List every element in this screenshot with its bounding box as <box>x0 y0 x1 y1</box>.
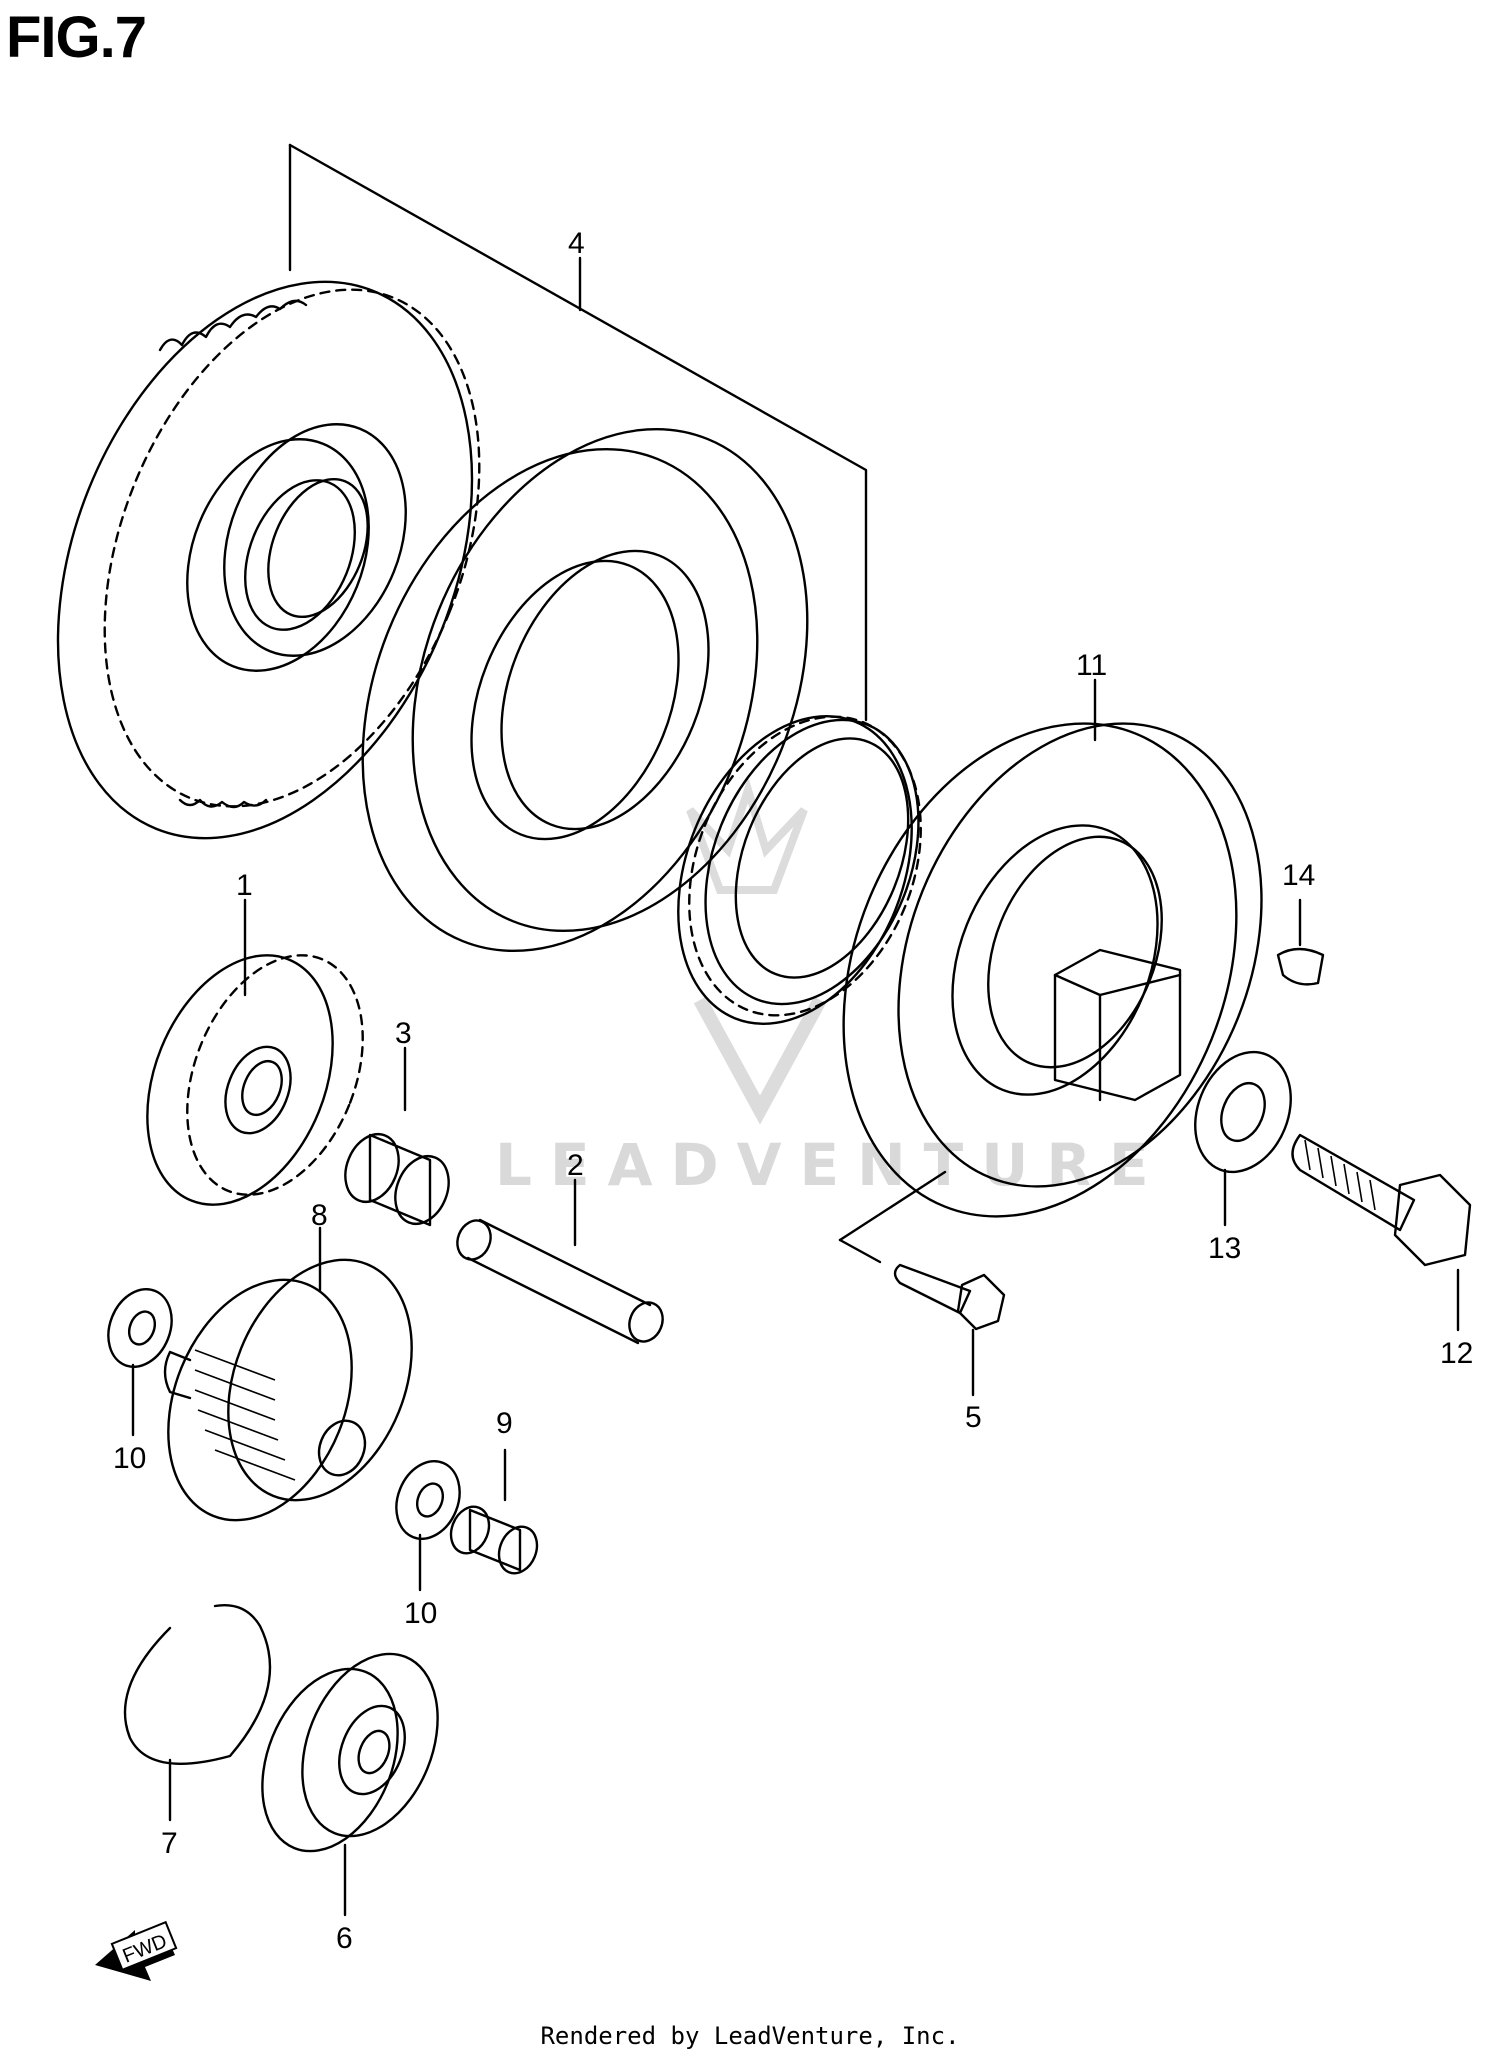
callout-10-right: 10 <box>404 1597 437 1630</box>
bushing-3 <box>344 1133 450 1227</box>
woodruff-key <box>1276 947 1325 986</box>
callout-12: 12 <box>1440 1337 1473 1370</box>
idler-gear-1 <box>146 954 364 1206</box>
callout-7: 7 <box>161 1827 178 1860</box>
bushing-9 <box>449 1505 539 1575</box>
circlip-7 <box>123 1604 272 1766</box>
starter-driven-gear <box>56 280 481 840</box>
gear-8 <box>163 1258 413 1522</box>
rotor-assembly <box>842 722 1263 1218</box>
screw-5 <box>838 1170 1006 1331</box>
callout-8: 8 <box>311 1199 328 1232</box>
fwd-arrow-icon: FWD <box>95 1920 178 1981</box>
callout-10-left: 10 <box>113 1442 146 1475</box>
callout-13: 13 <box>1208 1232 1241 1265</box>
callout-5: 5 <box>965 1401 982 1434</box>
assembly-bracket-4 <box>288 143 868 722</box>
callout-3: 3 <box>395 1017 412 1050</box>
callout-6: 6 <box>336 1922 353 1955</box>
bearing-6 <box>261 1652 439 1853</box>
washer-13 <box>1194 1050 1292 1174</box>
render-credit: Rendered by LeadVenture, Inc. <box>540 2022 960 2050</box>
leader-lines <box>131 256 1460 1917</box>
callout-1: 1 <box>236 869 253 902</box>
figure-title: FIG.7 <box>6 5 147 70</box>
callout-14: 14 <box>1282 859 1315 892</box>
callout-4: 4 <box>568 227 585 260</box>
bolt-12 <box>1291 1133 1472 1267</box>
washer-10-right <box>395 1460 461 1540</box>
washer-10-left <box>107 1288 173 1368</box>
callout-2: 2 <box>567 1149 584 1182</box>
callout-11: 11 <box>1076 649 1107 682</box>
shaft-2 <box>456 1218 664 1345</box>
watermark-text: LEADVENTURE <box>495 1131 1167 1199</box>
callout-labels: 4 1 3 2 8 5 11 14 13 12 10 10 9 7 6 <box>113 227 1473 1955</box>
leadventure-watermark: LEADVENTURE <box>495 776 1167 1199</box>
callout-9: 9 <box>496 1407 513 1440</box>
one-way-clutch <box>677 715 922 1025</box>
clutch-housing <box>361 427 809 953</box>
